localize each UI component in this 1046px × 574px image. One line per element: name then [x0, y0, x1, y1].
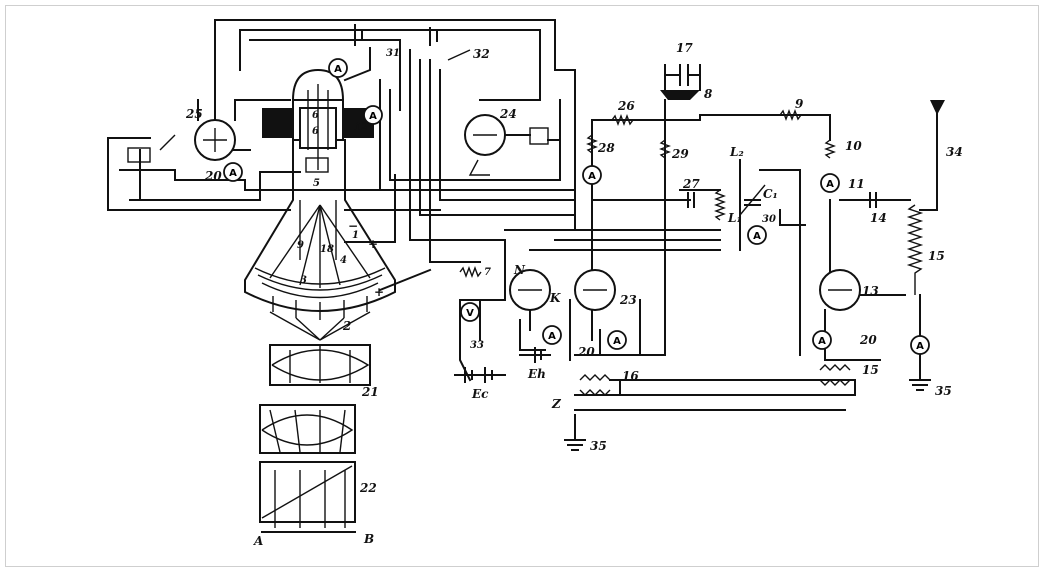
- ammeter-K: A: [542, 325, 562, 345]
- label-L2: L₂: [729, 145, 744, 159]
- ammeter-glyph: A: [334, 64, 342, 75]
- label-16: 16: [622, 369, 639, 383]
- label-7: 7: [484, 267, 491, 278]
- label-plus-1: +: [368, 237, 378, 251]
- valve-N: [509, 269, 551, 311]
- ammeter-11: A: [820, 173, 840, 193]
- label-35-right: 35: [935, 384, 952, 398]
- label-minus-1: −: [348, 219, 358, 233]
- label-25: 25: [185, 107, 203, 121]
- label-11: 11: [848, 177, 865, 191]
- capacitor-17: [660, 64, 701, 100]
- label-13: 13: [862, 284, 879, 298]
- label-Eh: Eh: [527, 367, 546, 381]
- label-30: 30: [762, 214, 776, 225]
- ammeter-glyph: A: [818, 336, 826, 347]
- label-15-right: 15: [928, 249, 945, 263]
- batteries-bottom: [454, 347, 551, 383]
- label-Ec: Ec: [471, 387, 489, 401]
- label-5: 5: [313, 178, 320, 189]
- label-24: 24: [499, 107, 517, 121]
- ammeter-glyph: A: [613, 336, 621, 347]
- ammeter-15: A: [910, 335, 930, 355]
- valve-25: [194, 119, 236, 161]
- label-1: 1: [352, 230, 359, 241]
- label-6-lower: 6: [312, 126, 319, 137]
- ammeter-top: A: [328, 58, 348, 78]
- valve-24: [464, 114, 561, 176]
- labels: 25 24 12 31 32 17 8 26 9 10 34 28 29 27 …: [185, 41, 963, 548]
- label-L1: L₁: [727, 211, 742, 225]
- transformer: [579, 364, 851, 396]
- label-18: 18: [320, 244, 334, 255]
- lens-21: [269, 344, 371, 386]
- antenna-34: [919, 100, 945, 211]
- battery-top: [354, 24, 471, 61]
- label-B: B: [363, 532, 374, 546]
- label-35-bottom: 35: [590, 439, 607, 453]
- ammeter-20: A: [223, 162, 243, 182]
- ammeter-glyph: A: [369, 111, 377, 122]
- label-3: 3: [300, 275, 307, 286]
- middle-wiring: [459, 99, 911, 441]
- label-20-right: 20: [859, 333, 877, 347]
- ammeter-L1: A: [747, 225, 767, 245]
- label-27: 27: [682, 177, 700, 191]
- lens-block: [259, 404, 356, 454]
- ammeter-glyph: A: [826, 179, 834, 190]
- label-14: 14: [870, 211, 887, 225]
- resistors: [459, 109, 924, 295]
- label-4: 4: [340, 255, 347, 266]
- label-Z: Z: [551, 397, 562, 411]
- capacitors: [687, 184, 877, 216]
- label-2: 2: [342, 319, 351, 333]
- label-12: 12: [354, 122, 368, 133]
- ammeter-12: A: [363, 105, 383, 125]
- label-K: K: [549, 291, 561, 305]
- valve-13: [819, 269, 861, 311]
- voltmeter-glyph: V: [466, 308, 474, 319]
- label-plus-2: +: [374, 285, 384, 299]
- ammeter-glyph: A: [588, 171, 596, 182]
- ammeter-28: A: [582, 165, 602, 185]
- voltmeter: V: [460, 302, 480, 322]
- label-34: 34: [946, 145, 963, 159]
- label-31: 31: [386, 48, 400, 59]
- label-33: 33: [470, 340, 484, 351]
- label-6-upper: 6: [312, 110, 319, 121]
- label-20-middle: 20: [577, 345, 595, 359]
- ammeter-glyph: A: [548, 331, 556, 342]
- label-N: N: [513, 263, 526, 277]
- label-23: 23: [619, 293, 637, 307]
- label-21: 21: [361, 385, 379, 399]
- ammeter-glyph: A: [229, 168, 237, 179]
- label-26: 26: [617, 99, 635, 113]
- ammeter-23: A: [607, 330, 627, 350]
- valve-23: [574, 269, 616, 311]
- label-22: 22: [359, 481, 377, 495]
- label-20-left: 20: [204, 169, 222, 183]
- ammeter-glyph: A: [753, 231, 761, 242]
- label-9-tube: 9: [297, 240, 304, 251]
- ammeter-13: A: [812, 330, 832, 350]
- label-15-transformer: 15: [862, 363, 879, 377]
- rays: [269, 204, 371, 341]
- label-29: 29: [671, 147, 689, 161]
- label-32: 32: [473, 47, 490, 61]
- prism-22: [259, 461, 356, 533]
- label-9: 9: [795, 97, 804, 111]
- label-8: 8: [704, 87, 713, 101]
- label-10: 10: [845, 139, 862, 153]
- label-28: 28: [597, 141, 615, 155]
- camera-tube: [244, 68, 432, 341]
- label-C1: C₁: [763, 187, 778, 201]
- label-A: A: [253, 534, 263, 548]
- label-17: 17: [676, 41, 693, 55]
- ammeter-glyph: A: [916, 341, 924, 352]
